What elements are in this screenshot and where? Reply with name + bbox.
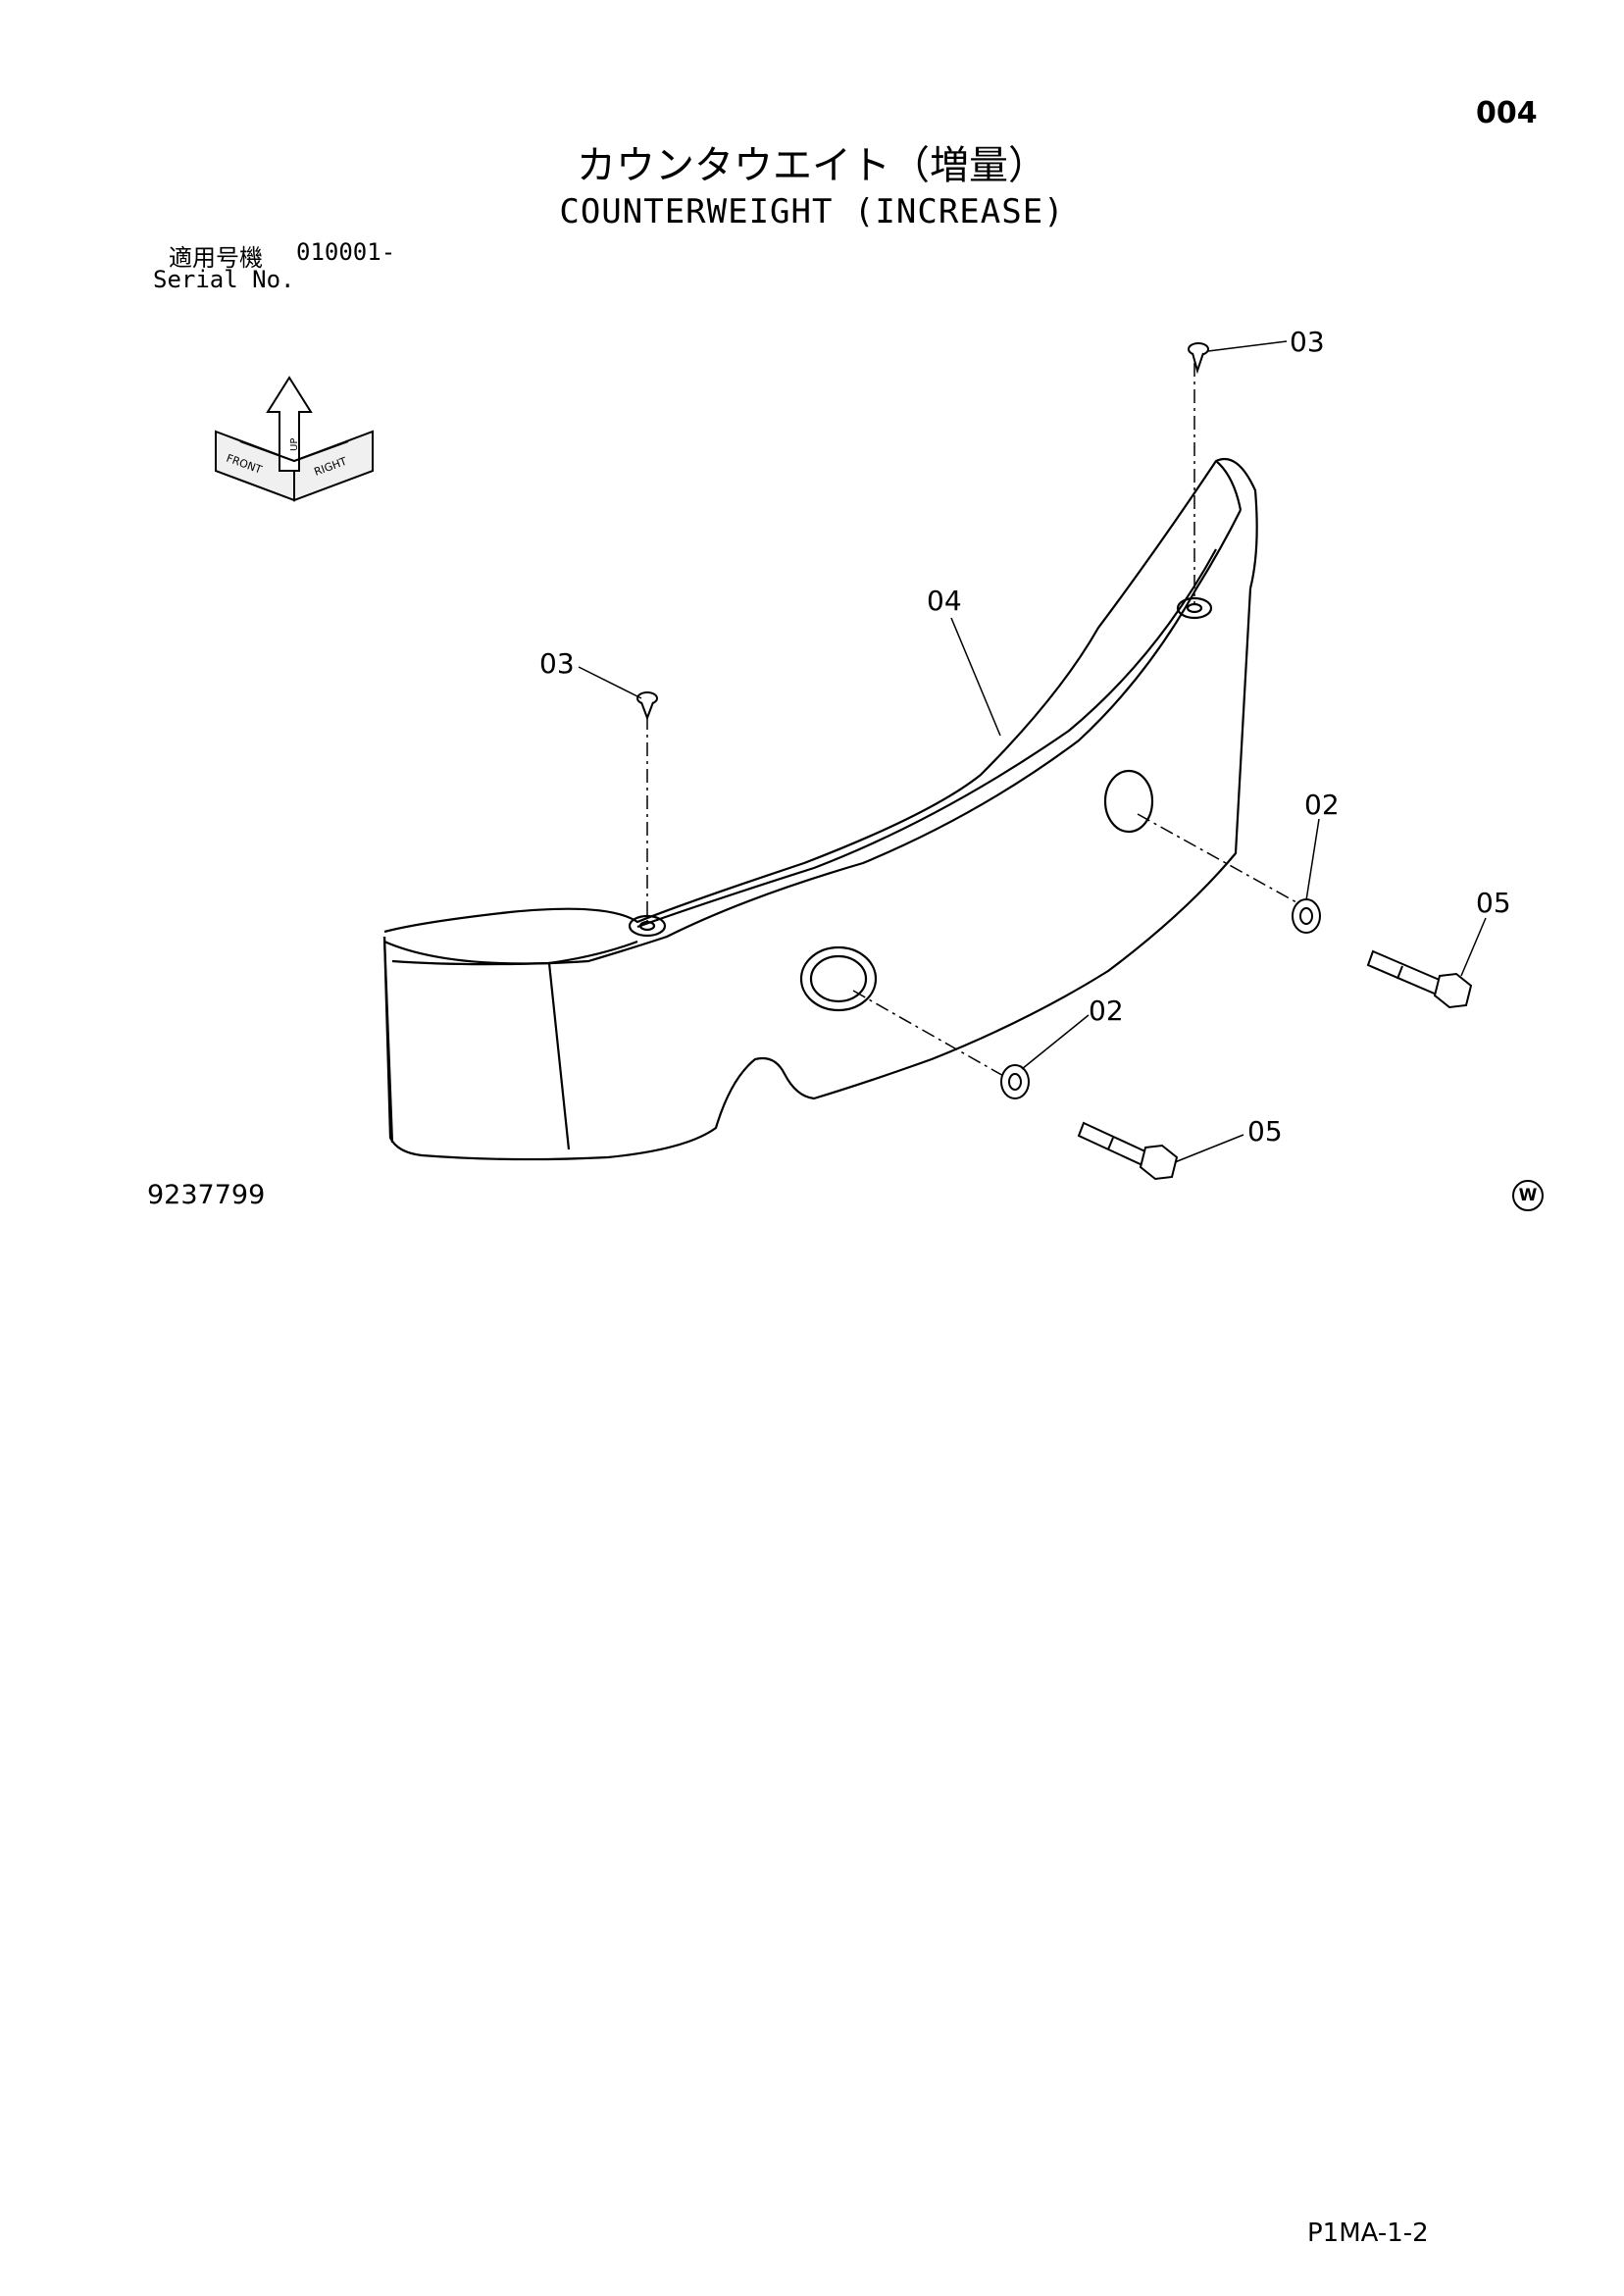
callout-03-left: 03 [539,647,575,680]
screw-part-03-right [1188,342,1209,375]
orientation-label-up: UP [289,438,300,451]
page-number: 004 [1476,96,1538,130]
page-title-japanese: カウンタウエイト（増量） [577,143,1047,188]
callout-05-lower: 05 [1247,1115,1283,1148]
orientation-icon: FRONT RIGHT UP [215,376,374,502]
serial-label-japanese: 適用号機 [169,244,263,272]
washer-part-02-upper [1292,898,1321,934]
page-title-english: COUNTERWEIGHT (INCREASE) [559,192,1065,231]
watermark-icon: W [1512,1180,1544,1211]
serial-label-english: Serial No. [153,266,295,293]
bolt-part-05-upper [1366,949,1473,1009]
serial-number-value: 010001- [296,238,396,266]
assembly-centerlines [646,363,1297,1078]
callout-02-upper: 02 [1304,789,1340,821]
callout-03-right: 03 [1290,326,1325,358]
washer-part-02-lower [1000,1064,1030,1099]
footer-code: P1MA-1-2 [1307,2219,1429,2248]
counterweight-body [382,458,1258,1161]
callout-02-lower: 02 [1089,995,1124,1027]
callout-leader-lines [578,340,1487,1163]
drawing-number: 9237799 [147,1180,266,1210]
screw-part-03-left [636,691,658,721]
callout-04: 04 [927,585,962,617]
bolt-part-05-lower [1077,1121,1179,1181]
callout-05-upper: 05 [1476,887,1511,919]
